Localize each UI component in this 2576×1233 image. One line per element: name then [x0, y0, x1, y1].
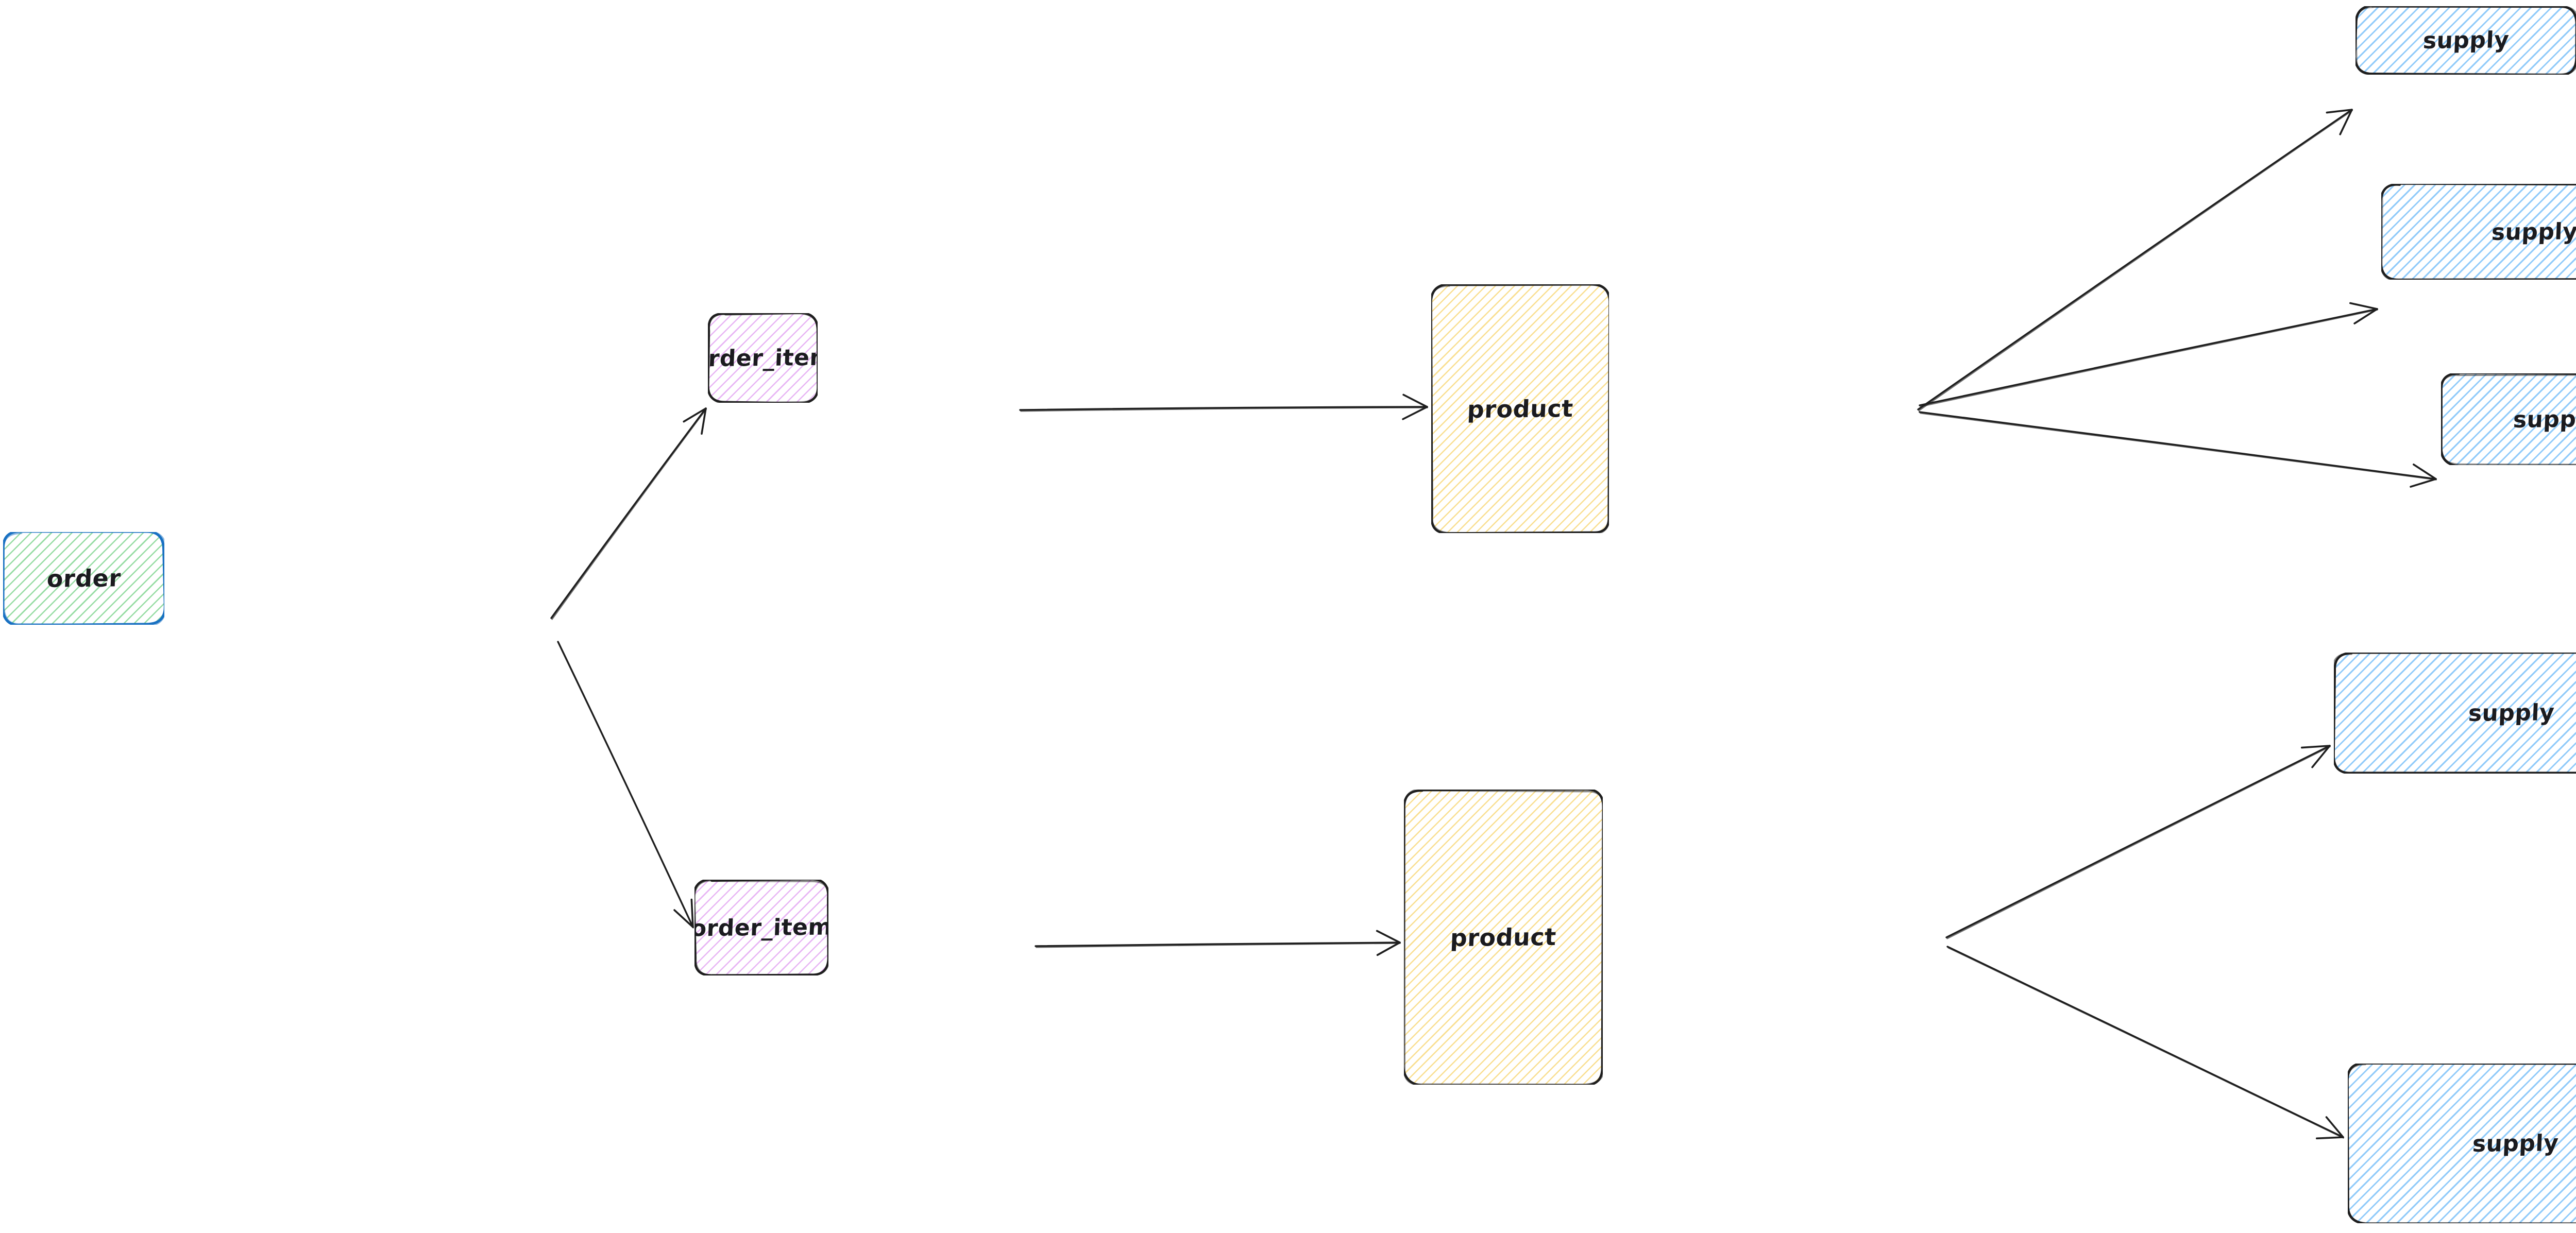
edge-stroke [1946, 946, 2344, 1138]
edge-stroke [550, 407, 707, 619]
edge-arrowhead-icon [2300, 745, 2331, 749]
edge-product_2-to-supply_5[interactable] [1946, 946, 2344, 1140]
node-order_item_1[interactable]: order_item [708, 313, 818, 403]
edge-stroke [1035, 941, 1401, 947]
edge-order-to-order_item_1[interactable] [550, 407, 707, 620]
edge-stroke [1917, 109, 2353, 410]
edge-arrowhead-icon [683, 407, 707, 423]
edge-arrowhead-icon [1376, 930, 1401, 944]
edge-stroke [1947, 947, 2344, 1139]
edge-stroke [1919, 411, 2437, 480]
node-label-supply_1: supply [2422, 27, 2510, 54]
edge-arrowhead-icon [2311, 745, 2331, 768]
edge-product_1-to-supply_2[interactable] [1919, 302, 2378, 407]
node-label-supply_4: supply [2468, 699, 2555, 727]
node-label-supply_5: supply [2472, 1129, 2560, 1157]
edge-arrowhead-icon [2410, 478, 2437, 488]
edge-arrowhead-icon [2339, 109, 2353, 135]
node-label-order_item_1: order_item [708, 344, 818, 372]
edge-product_1-to-supply_1[interactable] [1917, 109, 2353, 412]
edge-stroke [1946, 746, 2331, 939]
edge-order_item_2-to-product_2[interactable] [1035, 930, 1401, 956]
node-supply_2[interactable]: supply [2381, 184, 2576, 280]
edge-arrowhead-icon [2326, 109, 2353, 114]
edge-stroke [1019, 406, 1428, 411]
edge-arrowhead-icon [1402, 406, 1428, 420]
edge-arrowhead-icon [2413, 464, 2437, 480]
edge-product_2-to-supply_4[interactable] [1945, 745, 2331, 939]
edge-arrowhead-icon [1402, 393, 1428, 408]
node-order[interactable]: order [3, 532, 164, 625]
node-label-order_item_2: order_item [694, 914, 828, 941]
edge-order-to-order_item_2[interactable] [557, 641, 694, 929]
edge-stroke [558, 642, 694, 929]
edge-stroke [1918, 110, 2353, 412]
edge-arrowhead-icon [673, 909, 694, 928]
node-supply_4[interactable]: supply [2334, 653, 2576, 774]
node-label-supply_2: supply [2491, 218, 2576, 246]
edge-stroke [1919, 308, 2378, 406]
edge-order_item_1-to-product_1[interactable] [1019, 393, 1428, 420]
edge-arrowhead-icon [2349, 302, 2378, 310]
edge-arrowhead-icon [690, 898, 694, 928]
edge-stroke [557, 641, 694, 928]
node-product_1[interactable]: product [1431, 284, 1609, 533]
edge-arrowhead-icon [2353, 308, 2378, 324]
edge-stroke [1920, 412, 2437, 481]
edge-arrowhead-icon [2316, 1136, 2344, 1140]
node-label-order: order [46, 564, 122, 593]
edge-arrowhead-icon [1376, 941, 1401, 956]
edge-stroke [1945, 745, 2331, 938]
node-supply_3[interactable]: supply [2441, 373, 2576, 465]
edge-product_1-to-supply_3[interactable] [1919, 411, 2437, 488]
node-supply_5[interactable]: supply [2348, 1064, 2576, 1223]
edge-stroke [551, 408, 707, 620]
edge-arrowhead-icon [2325, 1116, 2344, 1138]
edge-stroke [1920, 309, 2378, 407]
edge-stroke [1036, 943, 1401, 948]
node-product_2[interactable]: product [1404, 790, 1603, 1085]
node-order_item_2[interactable]: order_item [694, 880, 828, 975]
node-label-product_1: product [1466, 394, 1574, 423]
edge-arrowhead-icon [701, 407, 707, 435]
node-label-product_2: product [1449, 922, 1557, 952]
node-label-supply_3: supply [2513, 405, 2576, 433]
node-supply_1[interactable]: supply [2355, 6, 2576, 75]
edge-stroke [1020, 407, 1428, 412]
